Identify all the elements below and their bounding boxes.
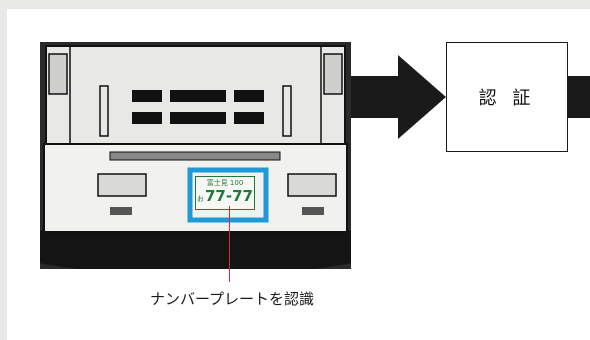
- flow-arrow-2: [568, 76, 590, 118]
- auth-step-box: 認 証: [446, 42, 568, 152]
- plate-top-line: 富士見 100: [206, 179, 244, 187]
- callout-leader-line: [229, 206, 230, 282]
- truck-photo: [40, 42, 351, 269]
- auth-step-label: 認 証: [478, 88, 536, 109]
- license-plate: 富士見 100 お 77-77: [195, 176, 255, 210]
- flow-arrow-1: [351, 55, 446, 139]
- plate-recognition-caption: ナンバープレートを認識: [149, 290, 315, 308]
- plate-number: 77-77: [205, 187, 253, 205]
- plate-prefix: お: [197, 195, 204, 203]
